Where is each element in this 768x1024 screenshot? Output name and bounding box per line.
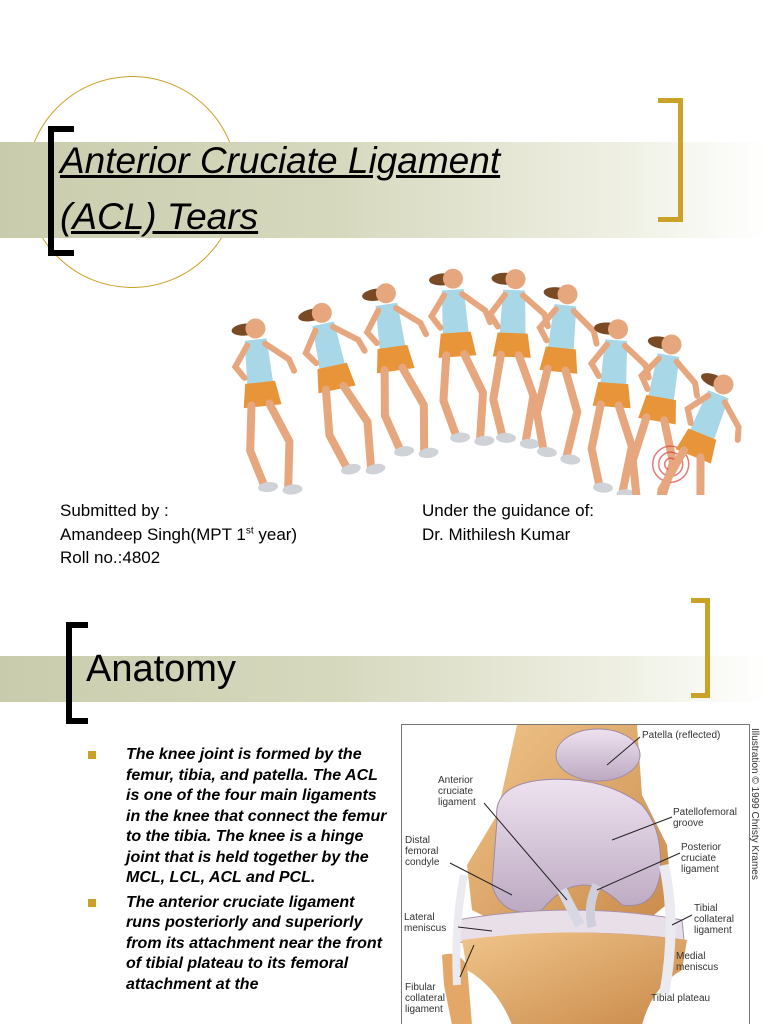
jumping-runner-illustration bbox=[231, 268, 742, 495]
title-slide: Anterior Cruciate Ligament (ACL) Tears S… bbox=[0, 76, 768, 570]
runner-figure bbox=[427, 268, 495, 446]
guide-name: Dr. Mithilesh Kumar bbox=[422, 524, 571, 544]
slide-title: Anterior Cruciate Ligament (ACL) Tears bbox=[60, 133, 500, 245]
title-band bbox=[0, 142, 768, 238]
runner-figure bbox=[587, 319, 652, 495]
anatomy-slide: Anatomy The knee joint is formed by the … bbox=[0, 590, 768, 1024]
right-bracket bbox=[691, 598, 710, 698]
runner-figure bbox=[532, 284, 600, 465]
slide-heading: Anatomy bbox=[86, 648, 236, 690]
runner-figure bbox=[298, 302, 386, 475]
bullet-square-icon bbox=[88, 898, 96, 907]
runner-figure bbox=[653, 373, 742, 495]
bullet-item: The anterior cruciate ligament runs post… bbox=[88, 893, 388, 996]
submitted-label: Submitted by : bbox=[60, 501, 169, 520]
runner-figure bbox=[231, 318, 303, 495]
runner-figure bbox=[628, 334, 701, 495]
heading-band bbox=[0, 656, 768, 702]
right-bracket bbox=[658, 98, 683, 222]
knee-illustration bbox=[442, 725, 693, 1024]
submitter-name: Amandeep Singh(MPT 1st year) bbox=[60, 524, 298, 544]
runner-figure bbox=[486, 269, 551, 449]
bullet-list: The knee joint is formed by the femur, t… bbox=[88, 745, 388, 999]
guidance-block: Under the guidance of: Dr. Mithilesh Kum… bbox=[422, 499, 594, 546]
guidance-label: Under the guidance of: bbox=[422, 501, 595, 520]
title-line-2: (ACL) Tears bbox=[60, 196, 259, 237]
title-line-1: Anterior Cruciate Ligament bbox=[60, 140, 501, 181]
submitted-block: Submitted by : Amandeep Singh(MPT 1st ye… bbox=[60, 499, 297, 570]
left-bracket bbox=[66, 622, 88, 724]
label-tibial-plateau: Tibial plateau bbox=[651, 993, 711, 1004]
bullet-item: The knee joint is formed by the femur, t… bbox=[88, 745, 388, 889]
left-bracket bbox=[48, 126, 74, 256]
label-patella: Patella (reflected) bbox=[642, 730, 721, 741]
bullet-square-icon bbox=[88, 751, 96, 759]
illustration-credit: Illustration © 1999 Christy Krames bbox=[749, 728, 760, 880]
runner-figure bbox=[362, 283, 439, 459]
roll-number: Roll no.:4802 bbox=[60, 548, 161, 567]
